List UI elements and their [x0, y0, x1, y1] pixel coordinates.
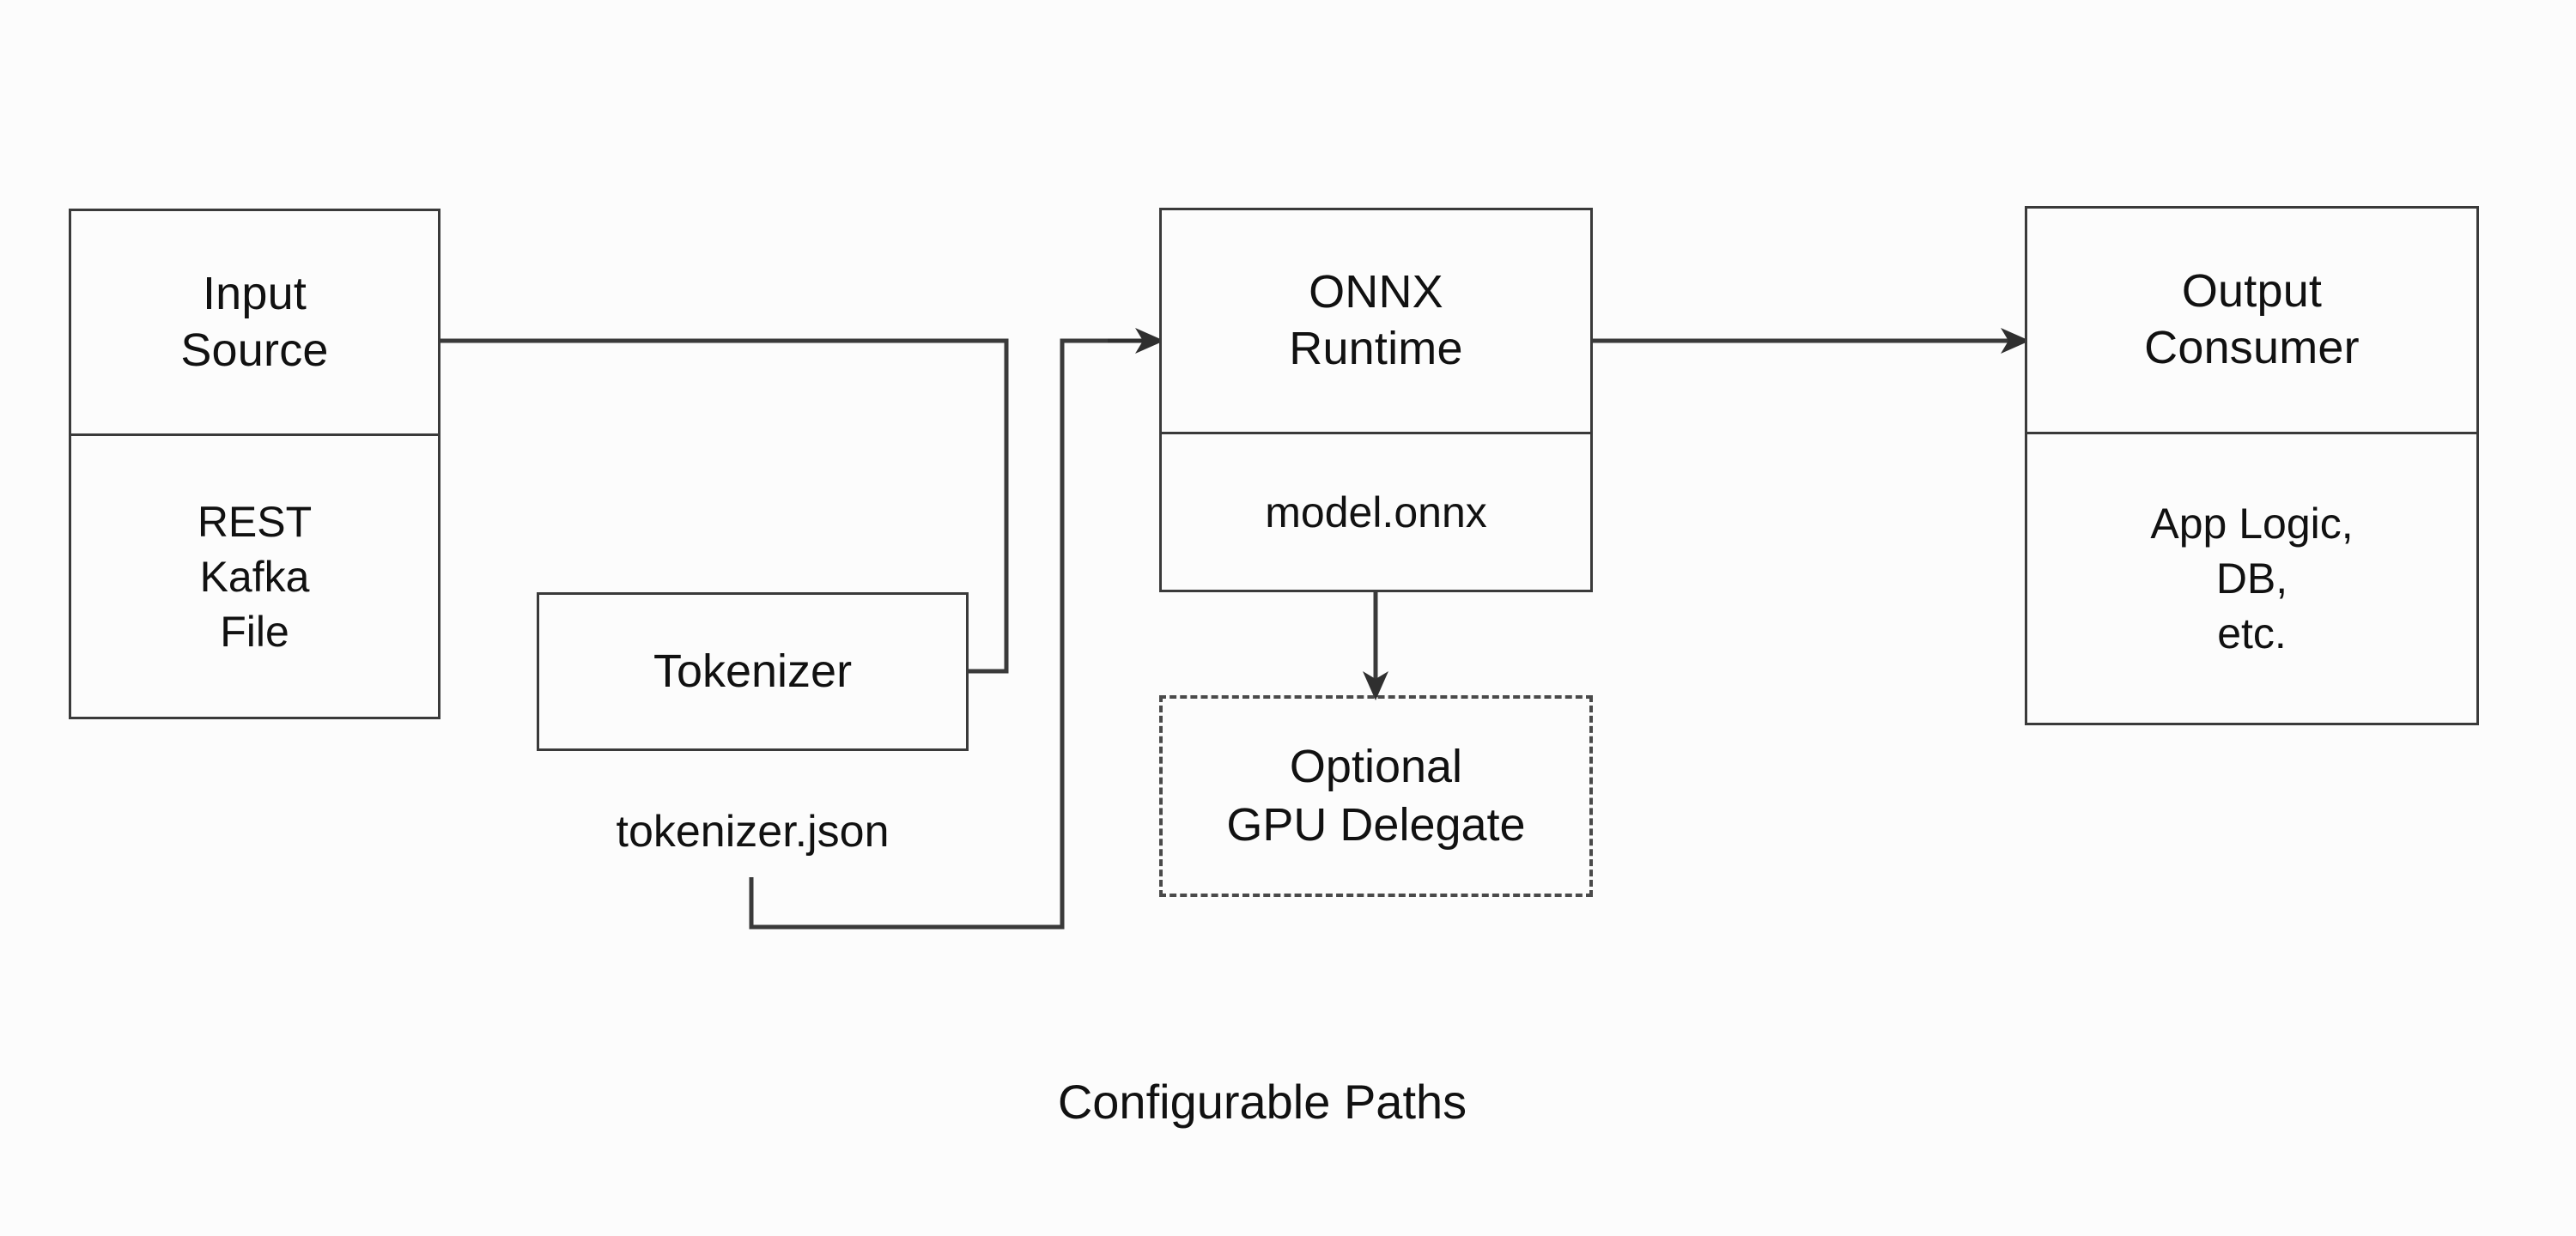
node-output-consumer-divider	[2027, 432, 2476, 434]
edge-tokenizer-lower-path	[749, 328, 1164, 930]
node-input-source-divider	[71, 433, 438, 436]
node-onnx-runtime-title: ONNX Runtime	[1289, 266, 1463, 374]
node-input-source-title: Input Source	[180, 267, 329, 376]
node-output-consumer[interactable]: Output Consumer App Logic, DB, etc.	[2025, 206, 2479, 725]
node-tokenizer[interactable]: Tokenizer	[537, 592, 969, 751]
node-onnx-runtime-body: model.onnx	[1265, 488, 1487, 536]
tokenizer-artifact-label: tokenizer.json	[616, 807, 890, 857]
node-output-consumer-title: Output Consumer	[2144, 265, 2360, 373]
node-gpu-delegate-title: Optional GPU Delegate	[1226, 741, 1526, 851]
node-gpu-delegate[interactable]: Optional GPU Delegate	[1159, 695, 1593, 897]
node-output-consumer-body: App Logic, DB, etc.	[2150, 500, 2354, 657]
node-input-source-body: REST Kafka File	[197, 497, 313, 656]
edge-input-source-to-onnx-runtime	[440, 338, 1009, 674]
node-input-source[interactable]: Input Source REST Kafka File	[69, 209, 440, 719]
node-onnx-runtime[interactable]: ONNX Runtime model.onnx	[1159, 208, 1593, 592]
diagram-caption: Configurable Paths	[1057, 1075, 1467, 1129]
node-tokenizer-title: Tokenizer	[653, 645, 853, 697]
node-onnx-runtime-divider	[1162, 432, 1590, 434]
